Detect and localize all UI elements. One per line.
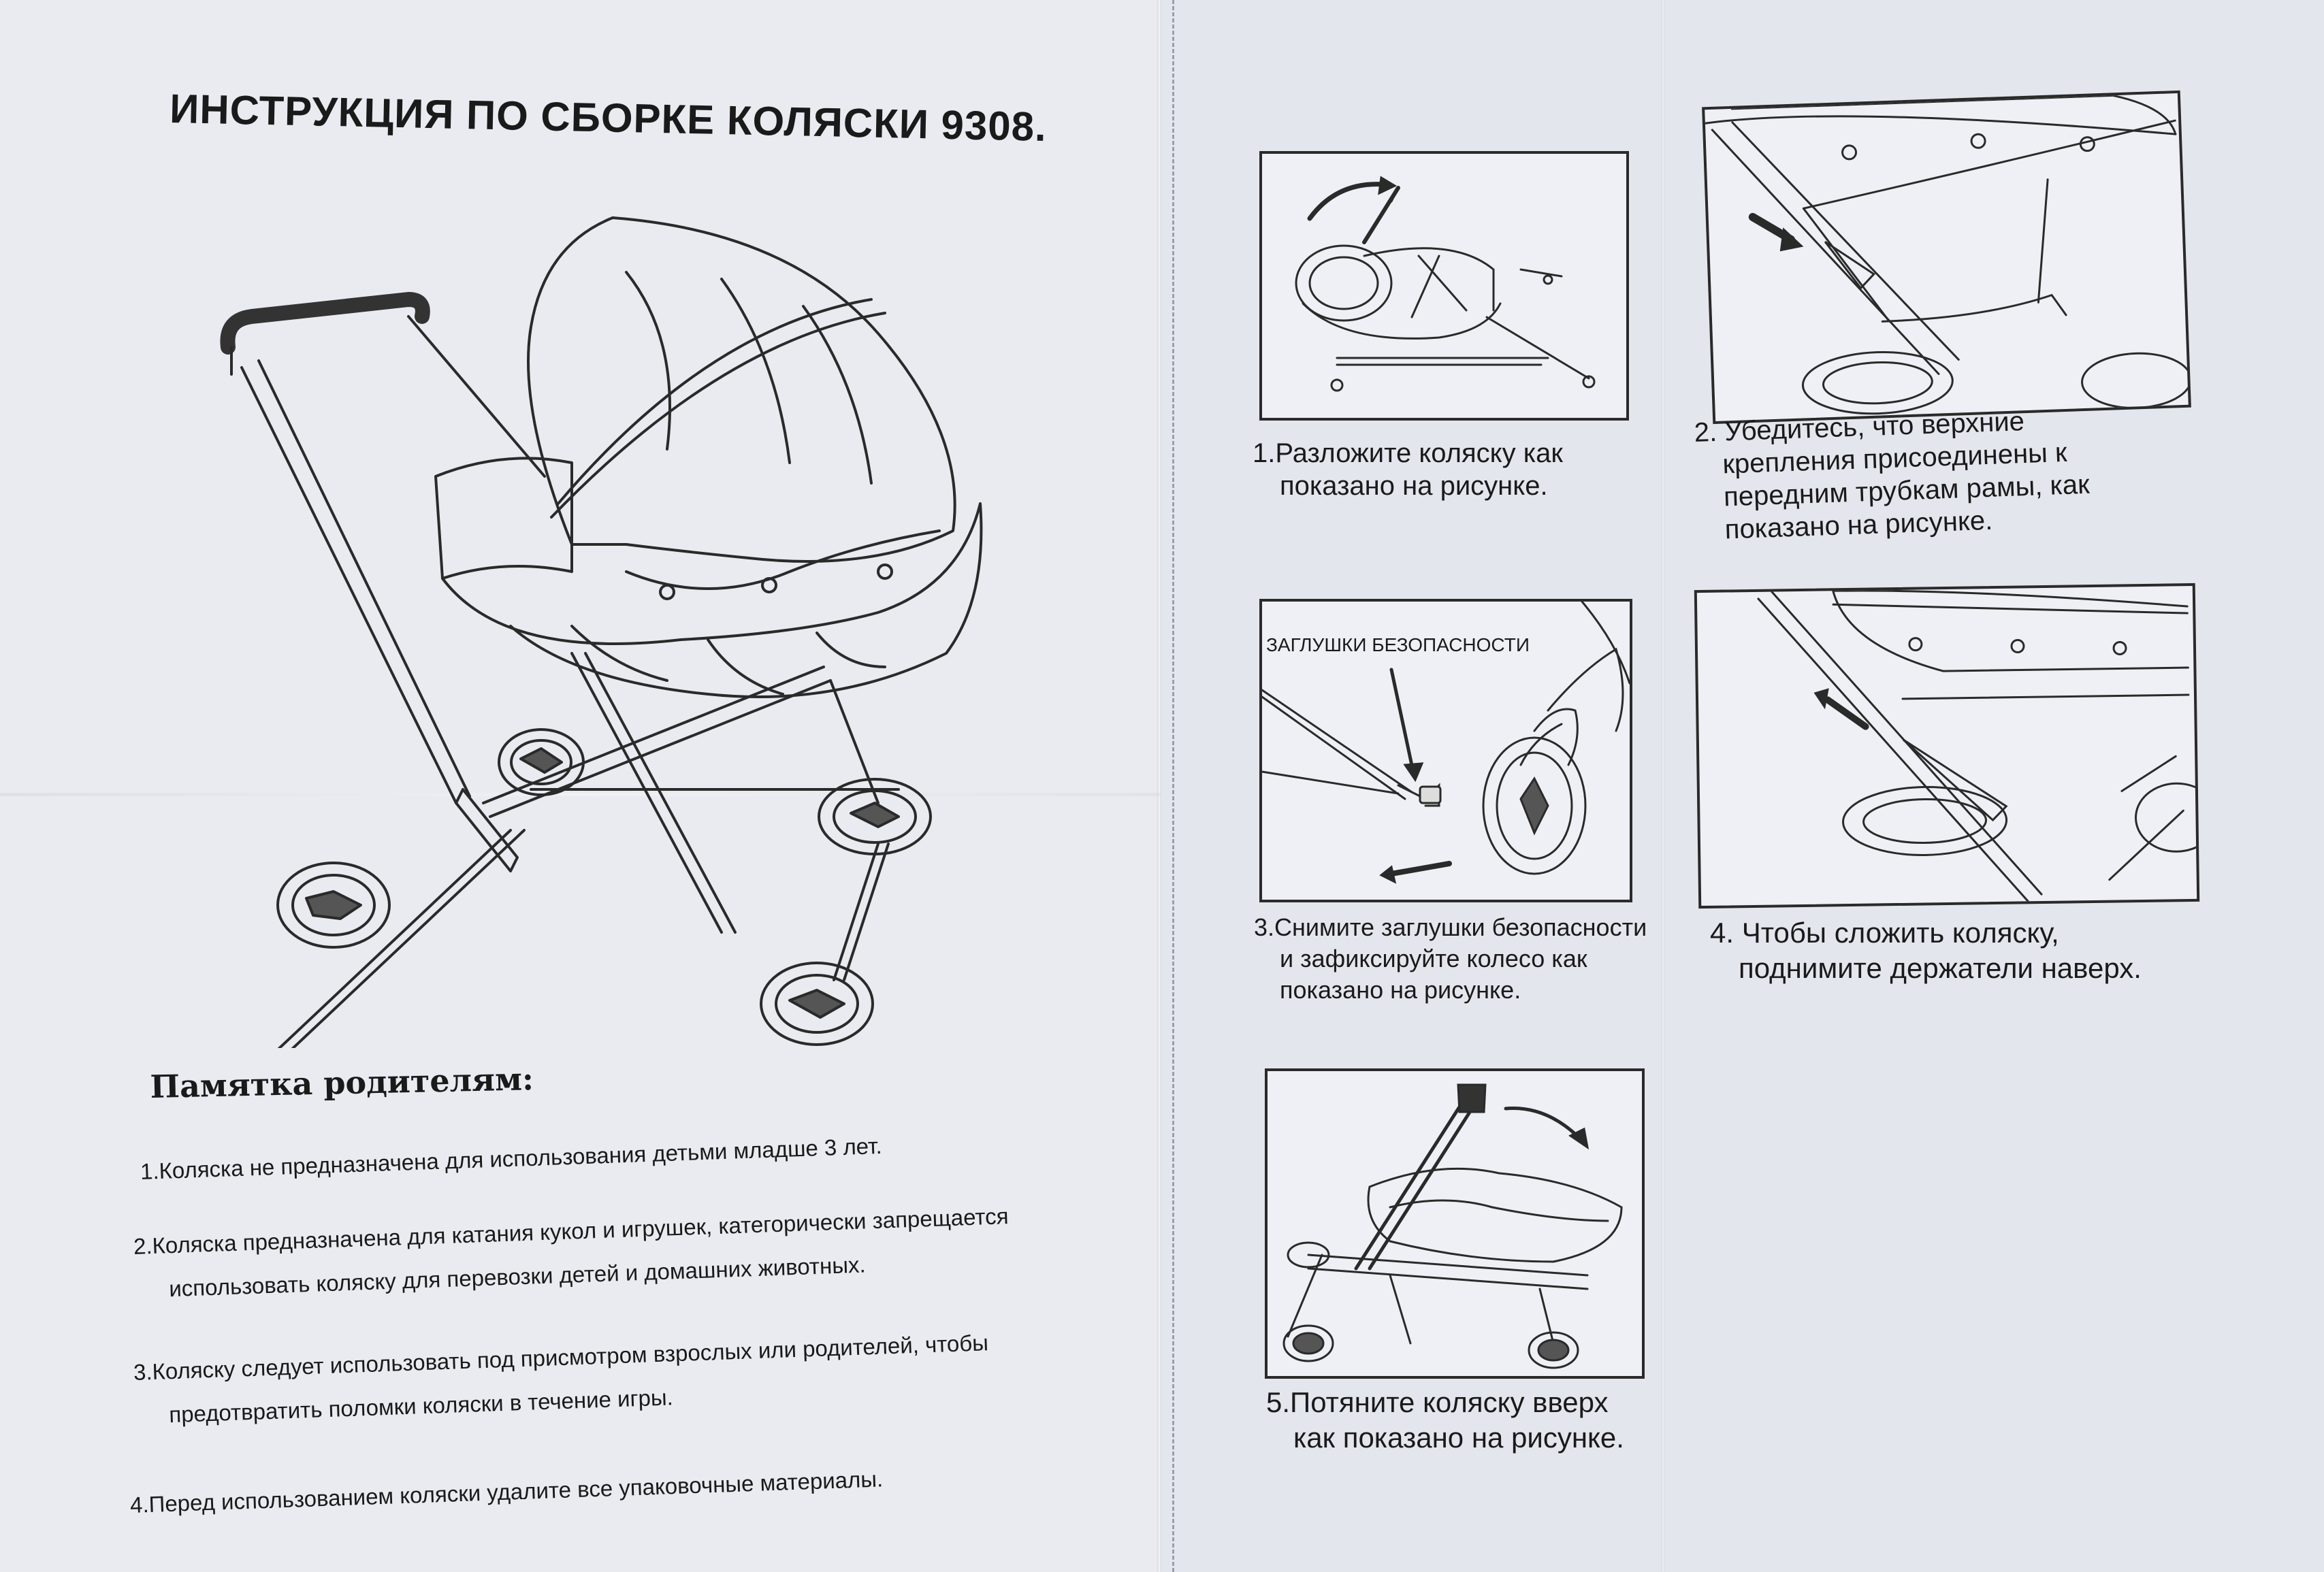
step-5-line1: 5.Потяните коляску вверх: [1266, 1386, 1609, 1418]
step-5-figure: [1265, 1068, 1645, 1379]
step-3-figure: ЗАГЛУШКИ БЕЗОПАСНОСТИ: [1259, 599, 1632, 902]
safety-caps-label: ЗАГЛУШКИ БЕЗОПАСНОСТИ: [1266, 634, 1530, 655]
step-4-caption: 4. Чтобы сложить коляску, поднимите держ…: [1710, 915, 2142, 986]
step-5-caption: 5.Потяните коляску вверх как показано на…: [1266, 1385, 1624, 1456]
step-3-line3: показано на рисунке.: [1280, 976, 1521, 1004]
step-3-line1: 3.Снимите заглушки безопасности: [1254, 913, 1647, 941]
step-3-caption: 3.Снимите заглушки безопасности и зафикс…: [1254, 912, 1647, 1006]
right-fold: [1661, 0, 1665, 1572]
left-page: [0, 0, 1161, 1572]
step-2-caption: 2. Убедитесь, что верхние крепления прис…: [1694, 403, 2091, 547]
step-4-figure: [1694, 583, 2200, 909]
step-1-line1: 1.Разложите коляску как: [1253, 438, 1563, 468]
step-4-line2: поднимите держатели наверх.: [1739, 952, 2142, 984]
step-3-line2: и зафиксируйте колесо как: [1280, 945, 1587, 972]
step-1-figure: [1259, 151, 1629, 421]
center-fold: [1157, 0, 1161, 1572]
step-2-figure: [1702, 90, 2191, 425]
fold-perforation: [1172, 0, 1174, 1572]
step-1-caption: 1.Разложите коляску как показано на рису…: [1253, 437, 1563, 502]
step-4-line1: 4. Чтобы сложить коляску,: [1710, 917, 2059, 949]
step-1-line2: показано на рисунке.: [1280, 471, 1548, 501]
stroller-illustration: [191, 191, 1007, 1048]
step-5-line2: как показано на рисунке.: [1293, 1422, 1624, 1454]
horizontal-fold: [0, 793, 1161, 796]
